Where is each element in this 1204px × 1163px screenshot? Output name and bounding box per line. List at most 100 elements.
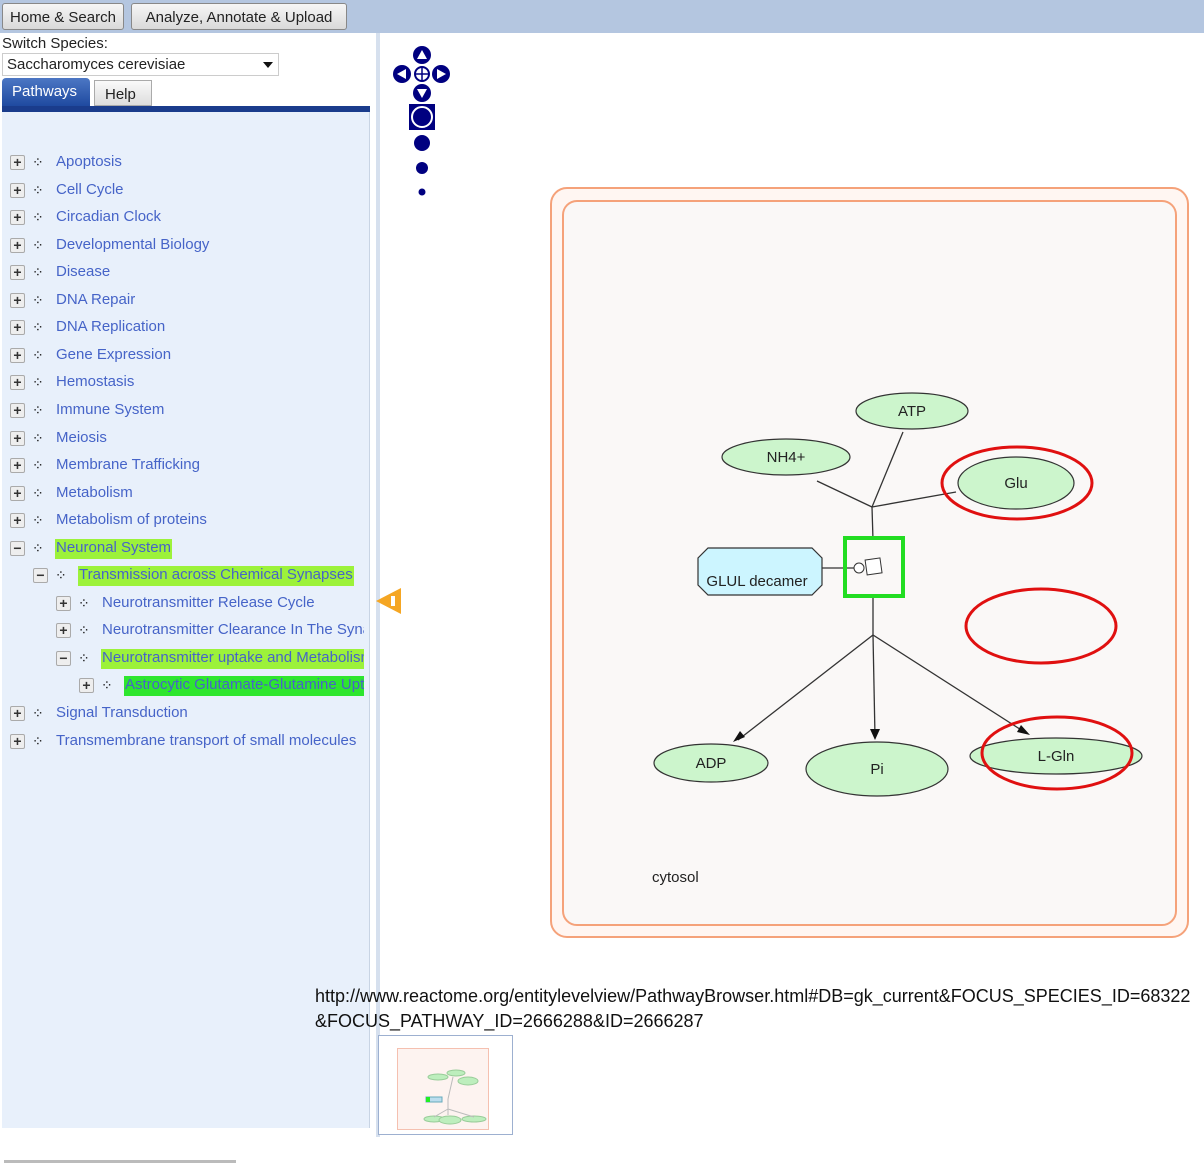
expand-icon[interactable]: +: [10, 485, 25, 501]
expand-icon[interactable]: +: [10, 292, 25, 308]
tree-item[interactable]: −⁘Transmission across Chemical Synapses: [2, 565, 364, 587]
expand-icon[interactable]: +: [10, 733, 25, 749]
analyze-annotate-upload-button[interactable]: Analyze, Annotate & Upload: [131, 3, 347, 30]
zoom-level-large-icon[interactable]: [414, 135, 430, 151]
expand-icon[interactable]: +: [10, 430, 25, 446]
expand-icon[interactable]: +: [10, 210, 25, 226]
species-value: Saccharomyces cerevisiae: [7, 56, 186, 73]
svg-text:NH4+: NH4+: [767, 449, 806, 466]
tree-item[interactable]: +⁘Neurotransmitter Release Cycle: [2, 593, 364, 615]
complex-glul-decamer[interactable]: GLUL decamer: [697, 547, 823, 596]
entity-pi[interactable]: Pi: [805, 741, 949, 797]
tree-item[interactable]: +⁘Gene Expression: [2, 345, 364, 367]
collapse-icon[interactable]: −: [10, 540, 25, 556]
tree-item[interactable]: + ⁘ Neurotransmitter Clearance In The Syna…: [2, 620, 364, 642]
tree-item[interactable]: −⁘Neurotransmitter uptake and Metabolism: [2, 648, 364, 670]
tree-item[interactable]: +⁘Circadian Clock: [2, 207, 364, 229]
svg-text:ATP: ATP: [898, 403, 926, 420]
pan-left-icon[interactable]: [393, 65, 411, 83]
entity-nh4[interactable]: NH4+: [721, 438, 851, 476]
pathway-icon: ⁘: [78, 622, 90, 639]
expand-icon[interactable]: +: [79, 678, 94, 694]
tree-item[interactable]: + ⁘ Hemostasis: [2, 372, 364, 394]
tree-item[interactable]: −⁘Neuronal System: [2, 538, 364, 560]
expand-icon[interactable]: +: [10, 706, 25, 721]
tree-item-label: Astrocytic Glutamate-Glutamine Uptake: [124, 676, 364, 697]
tree-item[interactable]: +⁘Meiosis: [2, 428, 364, 450]
pathway-icon: ⁘: [55, 567, 67, 584]
tab-pathways[interactable]: Pathways: [2, 78, 90, 106]
navigation-controls: [393, 46, 450, 196]
tree-item-label: Disease: [56, 263, 111, 281]
home-search-button[interactable]: Home & Search: [2, 3, 124, 30]
expand-icon[interactable]: +: [10, 320, 25, 336]
reaction-node[interactable]: [864, 557, 883, 576]
overview-thumbnail[interactable]: [378, 1035, 513, 1135]
expand-icon[interactable]: +: [10, 155, 25, 170]
tree-item[interactable]: +⁘Transmembrane transport of small molec…: [2, 731, 364, 753]
tab-help[interactable]: Help: [94, 80, 152, 106]
panel-splitter[interactable]: [376, 33, 380, 1137]
expand-icon[interactable]: +: [56, 623, 71, 639]
tree-item-label: Meiosis: [56, 428, 107, 446]
entity-l-gln[interactable]: L-Gln: [969, 737, 1143, 775]
thumbnail-diagram: [423, 1069, 487, 1125]
tree-item-label: Signal Transduction: [56, 704, 188, 721]
expand-icon[interactable]: +: [10, 458, 25, 474]
tree-item[interactable]: + ⁘ Developmental Biology: [2, 235, 364, 257]
switch-species-label: Switch Species:: [2, 35, 108, 52]
tree-item[interactable]: +⁘Signal Transduction: [2, 703, 364, 725]
tab-underline: [2, 106, 370, 112]
tree-item-label: Hemostasis: [56, 373, 135, 391]
entity-adp[interactable]: ADP: [653, 743, 769, 783]
pan-center-icon[interactable]: [414, 66, 430, 82]
zoom-fit-icon[interactable]: [409, 104, 435, 130]
expand-icon[interactable]: +: [10, 265, 25, 281]
expand-icon[interactable]: +: [10, 375, 25, 391]
tree-item[interactable]: +⁘DNA Repair: [2, 290, 364, 312]
tree-item-label: Metabolism: [56, 483, 133, 501]
tree-item-label: Neurotransmitter Clearance In The Synapt…: [102, 621, 364, 639]
tree-item[interactable]: +⁘DNA Replication: [2, 317, 364, 339]
pathway-icon: ⁘: [32, 457, 44, 474]
tree-item[interactable]: +⁘Immune System: [2, 400, 364, 422]
expand-icon[interactable]: +: [10, 513, 25, 529]
tree-item[interactable]: +⁘Apoptosis: [2, 152, 364, 174]
svg-text:ADP: ADP: [696, 755, 727, 772]
pathway-icon: ⁘: [101, 677, 113, 694]
pan-right-icon[interactable]: [432, 65, 450, 83]
collapse-icon[interactable]: −: [33, 568, 48, 584]
pathway-icon: ⁘: [32, 291, 44, 308]
tree-item[interactable]: +⁘Cell Cycle: [2, 180, 364, 202]
pathway-icon: ⁘: [32, 236, 44, 253]
pathway-icon: ⁘: [32, 374, 44, 391]
tree-item[interactable]: +⁘Disease: [2, 262, 364, 284]
species-select[interactable]: Saccharomyces cerevisiae: [2, 53, 279, 76]
tree-item[interactable]: + ⁘ Metabolism: [2, 483, 364, 505]
pathway-icon: ⁘: [32, 512, 44, 529]
zoom-level-small-icon[interactable]: [418, 188, 426, 196]
catalysis-circle: [853, 562, 865, 574]
tree-item[interactable]: +⁘Metabolism of proteins: [2, 510, 364, 532]
zoom-level-medium-icon[interactable]: [416, 162, 428, 174]
expand-icon[interactable]: +: [10, 347, 25, 363]
pathway-icon: ⁘: [32, 181, 44, 198]
expand-icon[interactable]: +: [56, 595, 71, 611]
tree-item[interactable]: +⁘Membrane Trafficking: [2, 455, 364, 477]
tree-item[interactable]: + ⁘ Astrocytic Glutamate-Glutamine Uptake: [2, 675, 364, 697]
expand-icon[interactable]: +: [10, 402, 25, 418]
entity-glu[interactable]: Glu: [957, 456, 1075, 510]
pan-down-icon[interactable]: [413, 84, 431, 102]
entity-atp[interactable]: ATP: [855, 392, 969, 430]
tree-item-label: Neuronal System: [55, 538, 173, 559]
pan-up-icon[interactable]: [413, 46, 431, 64]
expand-icon[interactable]: +: [10, 237, 25, 253]
tree-item-label: Transmembrane transport of small molecul…: [56, 731, 357, 749]
pathway-icon: ⁘: [78, 594, 90, 611]
expand-icon[interactable]: +: [10, 182, 25, 198]
pathway-icon: ⁘: [32, 484, 44, 501]
svg-text:GLUL decamer: GLUL decamer: [706, 573, 807, 590]
collapse-icon[interactable]: −: [56, 650, 71, 666]
collapse-panel-icon[interactable]: [376, 588, 401, 614]
tree-item-label: Developmental Biology: [56, 235, 210, 253]
